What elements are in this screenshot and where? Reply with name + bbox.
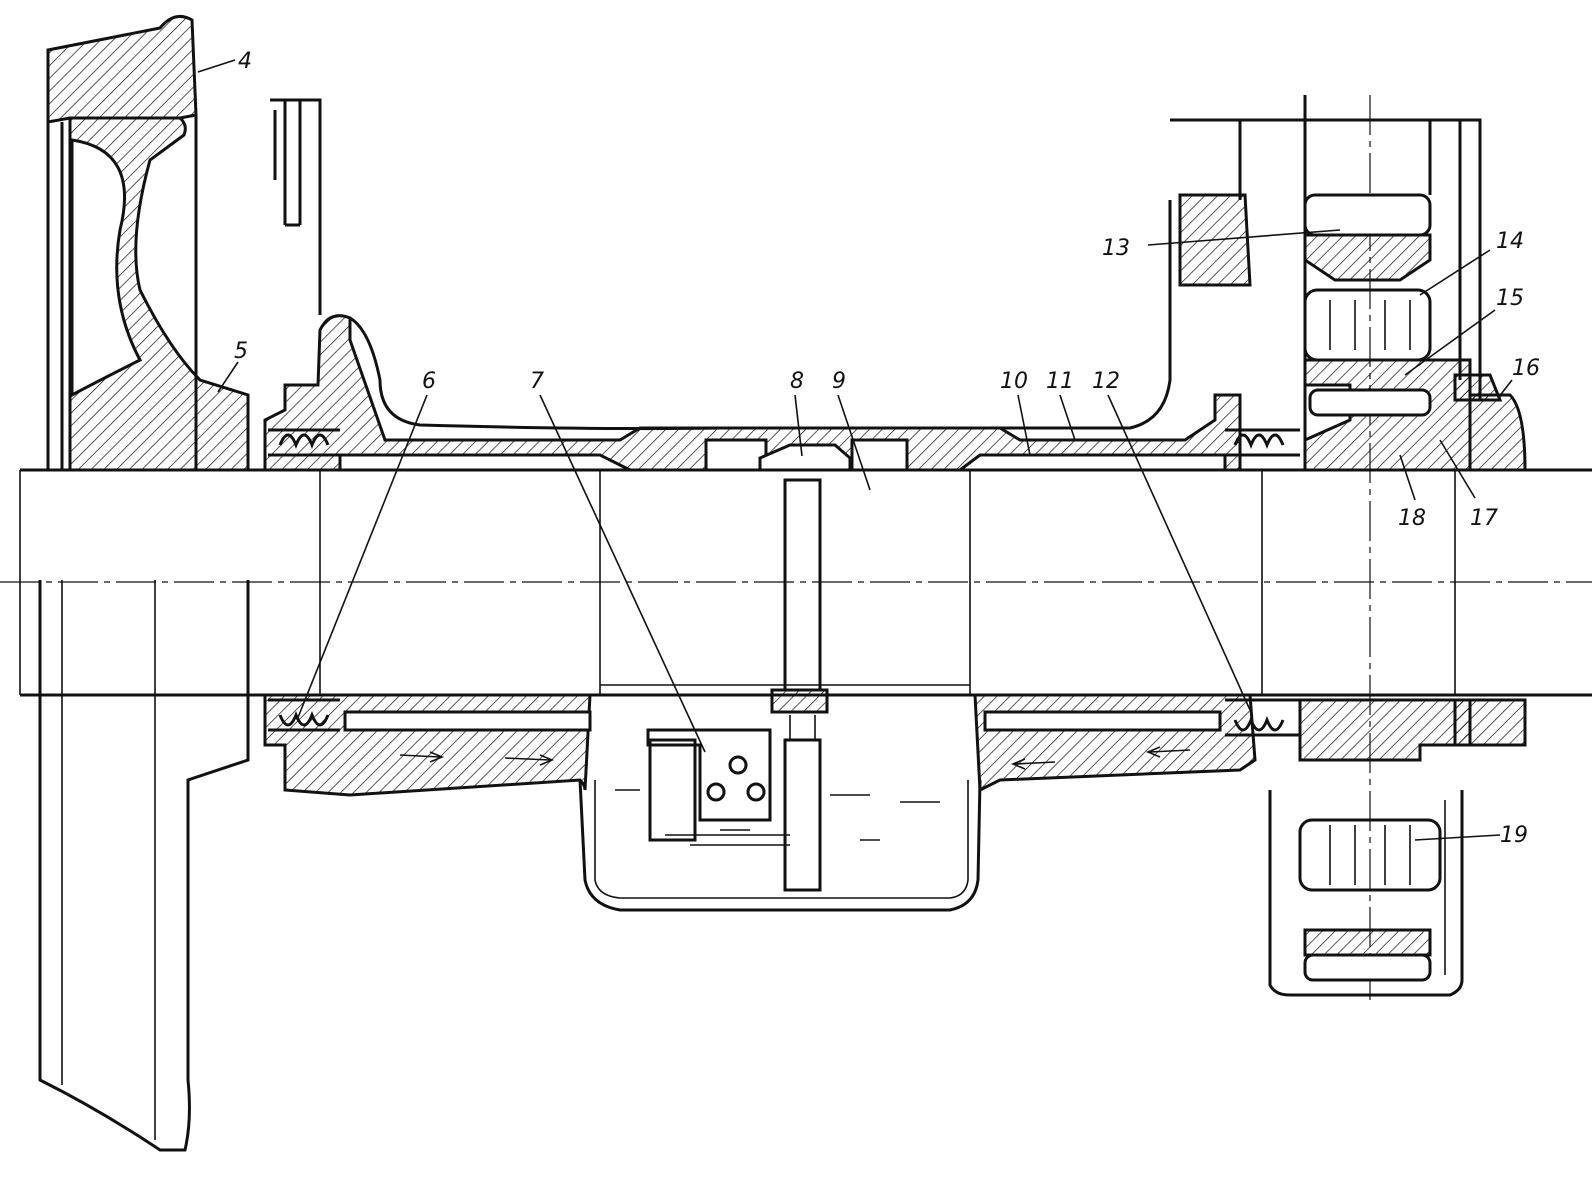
gear-housing-lower: [263, 684, 1257, 912]
oil-flow-arrows: [399, 746, 1191, 841]
wheel: [38, 14, 250, 1152]
oil-pump: [646, 728, 790, 846]
callout-19: 19: [1500, 823, 1528, 848]
callout-16: 16: [1512, 356, 1540, 381]
callout-9: 9: [832, 369, 846, 394]
callout-6: 6: [422, 369, 436, 394]
callout-10: 10: [1000, 369, 1028, 394]
callout-4: 4: [238, 49, 252, 74]
callout-12: 12: [1092, 369, 1120, 394]
callout-7: 7: [530, 369, 544, 394]
callout-14: 14: [1496, 229, 1524, 254]
callout-17: 17: [1470, 506, 1498, 531]
callout-labels: 4 5 6 7 8 9 10 11 12 13 14 15 16 17 18 1…: [234, 49, 1540, 848]
labyrinth-seal-right: [1225, 428, 1300, 737]
leader-lines: [197, 59, 1513, 841]
callout-11: 11: [1046, 369, 1074, 394]
gear-housing-upper: [263, 98, 1242, 472]
callout-13: 13: [1102, 236, 1130, 261]
callout-8: 8: [790, 369, 804, 394]
gear-and-bearing-assembly: [1170, 95, 1527, 997]
callout-5: 5: [234, 339, 248, 364]
callout-15: 15: [1496, 286, 1524, 311]
callout-18: 18: [1398, 506, 1426, 531]
pump-drive-shaft: [770, 478, 829, 892]
labyrinth-seal-left: [268, 428, 340, 732]
